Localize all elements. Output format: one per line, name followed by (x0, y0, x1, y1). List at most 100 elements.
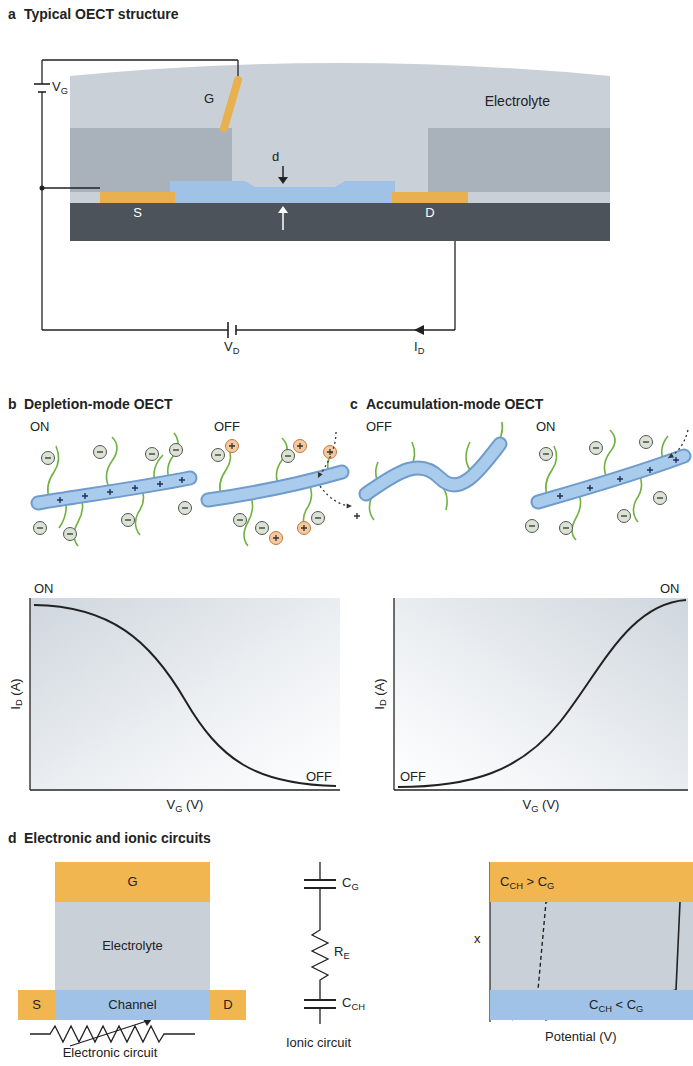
layer-box: Electrolyte (55, 902, 210, 990)
node-label: Channel (108, 998, 156, 1013)
annotation: x (474, 932, 481, 947)
anion (179, 502, 192, 515)
hole-charge (107, 489, 113, 495)
polymer-backbone (366, 444, 500, 494)
hole-charge (82, 493, 88, 499)
node-label: D (223, 998, 232, 1013)
anion (234, 514, 247, 527)
layer-box: D (210, 990, 246, 1020)
annotation: CG (342, 876, 359, 891)
anion (590, 442, 603, 455)
annotation: Potential (V) (545, 1030, 617, 1045)
cation (294, 440, 307, 453)
polymer-backbone (366, 444, 500, 494)
ion-sign (273, 535, 279, 541)
node-label: CCH > CG (500, 875, 554, 890)
anion (256, 522, 269, 535)
ion-path (668, 430, 688, 458)
ion-sign (229, 443, 235, 449)
hole-charge (354, 513, 360, 519)
layer-box: G (55, 862, 210, 902)
annotation: VG (V) (167, 798, 204, 813)
ion-sign (621, 515, 627, 516)
cation (298, 522, 311, 535)
node-label: D (425, 206, 434, 221)
annotation: Ionic circuit (286, 1036, 351, 1051)
electrode: D (392, 192, 468, 203)
node-label: Electrolyte (485, 93, 550, 109)
polymer-backbone (38, 478, 190, 503)
annotation: OFF (366, 420, 392, 435)
ion-sign (529, 525, 535, 526)
panel-heading: Typical OECT structure (24, 6, 179, 22)
ion-sign (37, 527, 43, 528)
layer-box: Electrolyte (70, 76, 610, 126)
panel-heading: Accumulation-mode OECT (366, 396, 543, 412)
ion-arrowhead (347, 503, 352, 508)
ion-sign (657, 497, 663, 498)
ion-sign (301, 525, 307, 531)
annotation: CCH (342, 996, 365, 1011)
annotation: OFF (306, 770, 332, 785)
annotation: VD (224, 340, 239, 355)
ion-arrowhead (668, 453, 674, 458)
ion-sign (182, 507, 188, 508)
panel-heading: Electronic and ionic circuits (24, 830, 211, 846)
anion (282, 450, 295, 463)
transfer-curves (30, 598, 688, 790)
hole-charge (57, 497, 63, 503)
anion (212, 449, 225, 462)
ion-path (320, 486, 352, 506)
anion (42, 452, 55, 465)
annotation: VG (52, 80, 68, 95)
annotation: ON (660, 582, 680, 597)
annotation: OFF (214, 420, 240, 435)
hole-charge (557, 493, 563, 499)
polymer-backbone (208, 472, 342, 500)
ion-sign (543, 453, 549, 454)
anion (540, 448, 553, 461)
ion-path (318, 432, 336, 478)
ion-sign (297, 443, 303, 449)
circuits (30, 862, 693, 1046)
node-label: Electrolyte (102, 939, 163, 954)
anion (34, 522, 47, 535)
anion (560, 522, 573, 535)
oect-structure (34, 60, 610, 338)
ion-sign (643, 441, 649, 442)
side-chain (466, 442, 470, 470)
ion-sign (237, 519, 243, 520)
ion-sign (563, 527, 569, 528)
node-label: S (133, 206, 142, 221)
ion-arrowhead (318, 472, 323, 478)
anion (526, 520, 539, 533)
panel-heading: a (8, 6, 16, 22)
axis-title: ID (A) (9, 678, 24, 709)
annotation: ON (30, 420, 50, 435)
node-label: G (127, 875, 137, 890)
hole-charge (179, 477, 185, 483)
anion (618, 510, 631, 523)
annotation: VG (V) (523, 798, 560, 813)
ion-sign (259, 527, 265, 528)
polymer-backbone (38, 478, 190, 503)
annotation: Electronic circuit (63, 1046, 158, 1061)
layer-box: CCH > CG (490, 862, 693, 902)
layer-box: S (18, 990, 55, 1020)
axis-title: ID (A) (373, 678, 388, 709)
hole-charge (673, 457, 679, 463)
anion (312, 512, 325, 525)
annotation: G (204, 92, 214, 107)
ion-sign (97, 451, 103, 452)
anion (64, 528, 77, 541)
hole-charge (157, 481, 163, 487)
layer-box: Channel (55, 990, 210, 1020)
ion-sign (45, 457, 51, 458)
panel-heading: b (8, 396, 17, 412)
anion (640, 436, 653, 449)
polymer-illustration (34, 422, 689, 546)
anion (654, 492, 667, 505)
hole-charge (587, 485, 593, 491)
ion-sign (67, 533, 73, 534)
ion-sign (215, 454, 221, 455)
